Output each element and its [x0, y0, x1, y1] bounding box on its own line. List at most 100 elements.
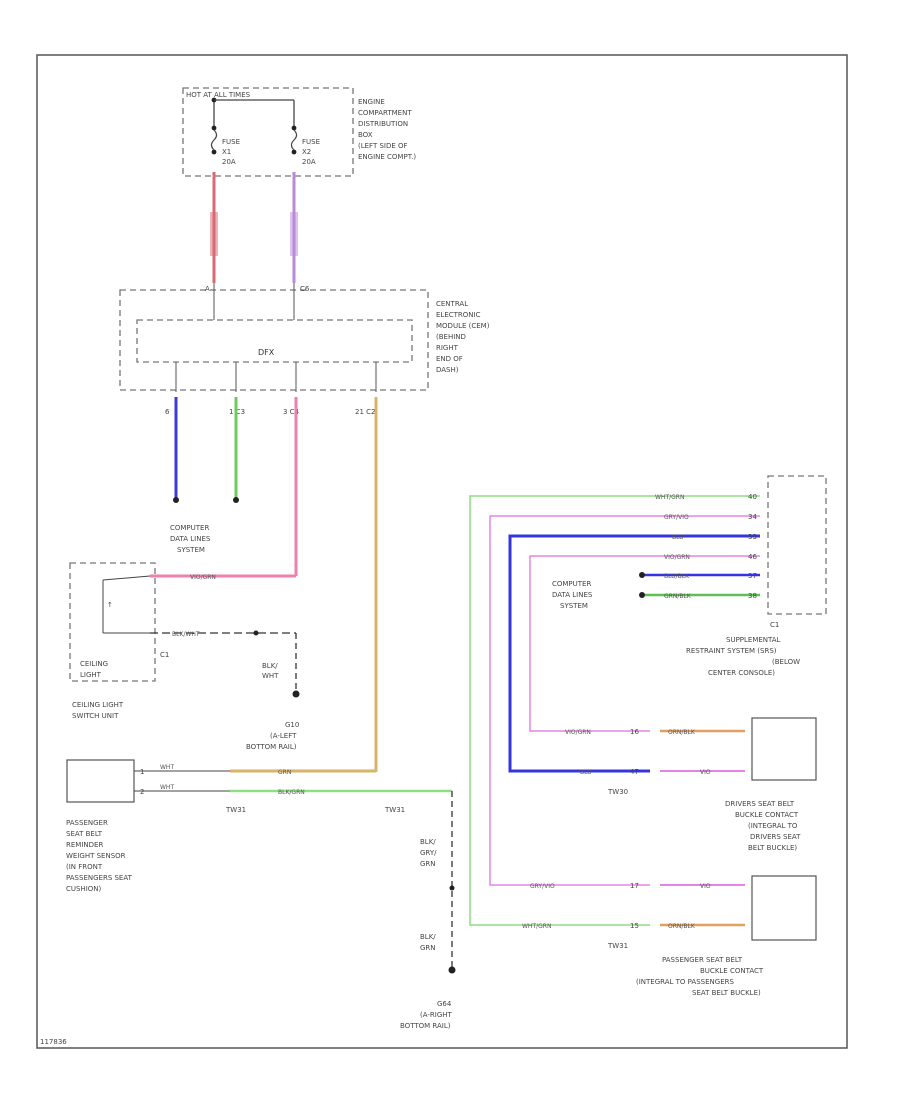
srs-wire-3: VIO/GRN — [664, 554, 690, 561]
fuse1-line2: X1 — [222, 148, 231, 156]
driver-label-4: DRIVERS SEAT — [750, 833, 801, 841]
fuse-box: HOT AT ALL TIMES ENGINE COMPARTMENT DIST… — [182, 87, 416, 177]
wire-srs-viogrn — [529, 555, 760, 732]
cem-title-7: DASH) — [436, 366, 459, 374]
cdl-left-line2: DATA LINES — [170, 535, 211, 543]
driver-buckle-box — [751, 717, 817, 781]
cem-title-4: (BEHIND — [436, 333, 466, 341]
cem-inner-label: DFX — [258, 348, 275, 357]
fuse-box-title-2: COMPARTMENT — [358, 109, 412, 117]
cem-title-3: MODULE (CEM) — [436, 322, 490, 330]
cdl-left-line3: SYSTEM — [177, 546, 205, 554]
ceiling-light-symbol: ↑ — [107, 601, 113, 609]
cem-pin-top-right: C6 — [300, 285, 310, 293]
sensor-label-5: (IN FRONT — [66, 863, 103, 871]
pass-pin-a: 17 — [630, 882, 639, 890]
sensor-label-7: CUSHION) — [66, 885, 102, 893]
fuse-box-title-3: DISTRIBUTION — [358, 120, 408, 128]
g64-label-2: (A-RIGHT — [420, 1011, 453, 1019]
ceiling-ground-wire-2: WHT — [262, 672, 279, 680]
sensor-label-4: WEIGHT SENSOR — [66, 852, 126, 860]
pass-label-3: (INTEGRAL TO PASSENGERS — [636, 978, 734, 986]
srs-pin-4: 37 — [748, 572, 757, 580]
srs-wire-5: GRN/BLK — [664, 593, 692, 600]
driver-label-2: BUCKLE CONTACT — [735, 811, 799, 819]
sensor-conn-a: TW31 — [225, 806, 246, 814]
sensor-label-3: REMINDER — [66, 841, 103, 849]
ceiling-light-box-2: LIGHT — [80, 671, 102, 679]
cem-module: DFX A C6 CENTRAL ELECTRONIC MODULE (CEM)… — [119, 283, 490, 416]
srs-pin-5: 38 — [748, 592, 757, 600]
fuse-box-title-4: BOX — [358, 131, 373, 139]
pass-w3: WHT/GRN — [522, 923, 551, 930]
sensor-w-blk-grn: BLK/GRN — [278, 789, 305, 796]
ceiling-light-box-1: CEILING — [80, 660, 108, 668]
driver-w3: BLU — [580, 769, 592, 776]
pass-w4: ORN/BLK — [668, 923, 696, 930]
passenger-buckle-box — [751, 875, 817, 941]
cem-title-2: ELECTRONIC — [436, 311, 481, 319]
srs-pin-3: 46 — [748, 553, 757, 561]
srs-pin-2: 33 — [748, 533, 757, 541]
sensor-conn-b: TW31 — [384, 806, 405, 814]
sensor-label-1: PASSENGER — [66, 819, 108, 827]
pass-connector: TW31 — [607, 942, 628, 950]
fuse1-line3: 20A — [222, 158, 236, 166]
g10-label-1: G10 — [285, 721, 299, 729]
wire-srs-whtgrn — [469, 495, 760, 926]
sensor-pin1: 1 — [140, 768, 144, 776]
srs-cdl-2: DATA LINES — [552, 591, 593, 599]
sensor-wire2: WHT — [160, 784, 174, 791]
pass-w2: VIO — [700, 883, 711, 890]
driver-connector: TW30 — [607, 788, 628, 796]
srs-pin-0: 40 — [748, 493, 757, 501]
g64-wire1-2: GRY/ — [420, 849, 437, 857]
fuse-box-title-5: (LEFT SIDE OF — [358, 142, 408, 150]
ceiling-light-unit-2: SWITCH UNIT — [72, 712, 119, 720]
fuse2-line2: X2 — [302, 148, 311, 156]
fuse2-line3: 20A — [302, 158, 316, 166]
cem-pin-top-left: A — [205, 285, 210, 293]
diagram-id: 117836 — [40, 1038, 67, 1046]
sensor-label-6: PASSENGERS SEAT — [66, 874, 133, 882]
g64-label-3: BOTTOM RAIL) — [400, 1022, 451, 1030]
srs-cdl-3: SYSTEM — [560, 602, 588, 610]
driver-label-3: (INTEGRAL TO — [748, 822, 798, 830]
g64-label-1: G64 — [437, 1000, 452, 1008]
ceiling-light-connector: C1 — [160, 651, 169, 659]
cem-pin-c2: 21 C2 — [355, 408, 375, 416]
cdl-left-line1: COMPUTER — [170, 524, 209, 532]
g64-wire2-1: BLK/ — [420, 933, 436, 941]
driver-pin-b: 47 — [630, 768, 639, 776]
fuse-box-title-6: ENGINE COMPT.) — [358, 153, 416, 161]
pass-label-2: BUCKLE CONTACT — [700, 967, 764, 975]
g10-label-3: BOTTOM RAIL) — [246, 743, 297, 751]
sensor-label-2: SEAT BELT — [66, 830, 103, 838]
srs-wire-0: WHT/GRN — [655, 494, 684, 501]
srs-wire-1: GRY/VIO — [664, 514, 689, 521]
cem-pin-c4: 3 C4 — [283, 408, 300, 416]
wire-srs-blu — [508, 534, 760, 773]
g64-wire1-3: GRN — [420, 860, 436, 868]
fuse-box-title-1: ENGINE — [358, 98, 385, 106]
cem-pin-6: 6 — [165, 408, 170, 416]
srs-pin-1: 34 — [748, 513, 757, 521]
passenger-weight-sensor-box — [66, 759, 135, 803]
srs-label-3: (BELOW — [772, 658, 800, 666]
pass-pin-b: 15 — [630, 922, 639, 930]
ceiling-light-switch-unit: ↑ CEILING LIGHT C1 CEILING LIGHT SWITCH … — [69, 562, 169, 720]
driver-pin-a: 16 — [630, 728, 639, 736]
srs-wire-2: BLU — [672, 534, 684, 541]
cem-title-5: RIGHT — [436, 344, 459, 352]
srs-label-2: RESTRAINT SYSTEM (SRS) — [686, 647, 777, 655]
driver-w2: ORN/BLK — [668, 729, 696, 736]
sensor-w-grn: GRN — [278, 769, 291, 776]
pass-w1: GRY/VIO — [530, 883, 555, 890]
fuse1-line1: FUSE — [222, 138, 240, 146]
g64-wire1-1: BLK/ — [420, 838, 436, 846]
wire-ceiling-bottom-label: BLK/WHT — [172, 631, 200, 638]
sensor-wire1: WHT — [160, 764, 174, 771]
g10-label-2: (A-LEFT — [270, 732, 297, 740]
srs-module-box — [767, 475, 827, 615]
